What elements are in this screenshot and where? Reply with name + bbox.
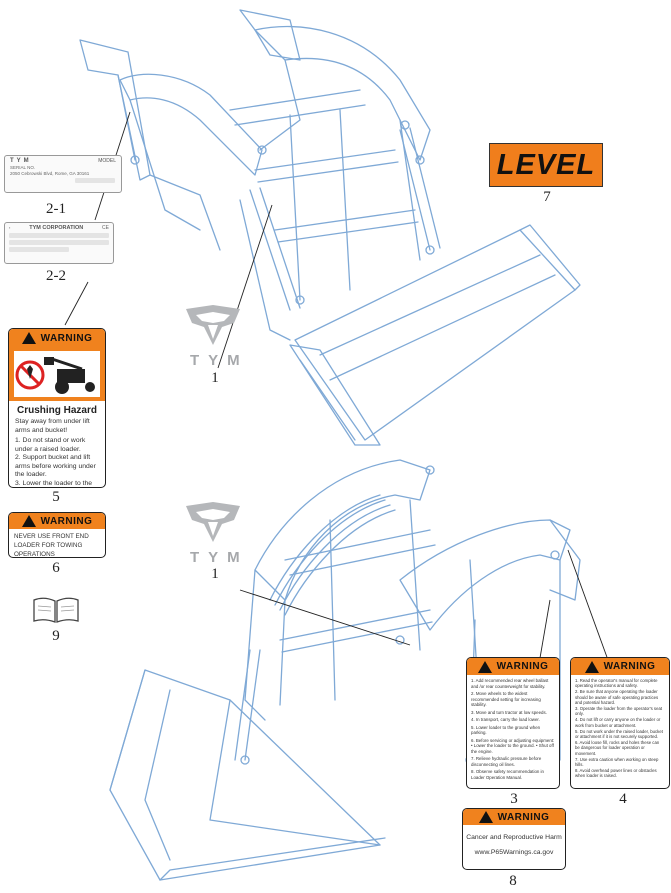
warning-5-title: Crushing Hazard (16, 405, 97, 416)
warning-6-text: NEVER USE FRONT END LOADER FOR TOWING OP… (14, 533, 89, 558)
warning-4-item: 1. Read the operator's manual for comple… (575, 678, 658, 689)
serial-plate-2-1: TYM MODEL SERIAL NO. 2050 Cebrowski Blvd… (4, 155, 122, 193)
warning-5-item: 2. Support bucket and lift arms before w… (15, 454, 96, 478)
warning-3-item: 7. Relieve hydraulic pressure before dis… (471, 756, 542, 767)
plate-serial: SERIAL NO. (10, 165, 36, 170)
warning-8-header: WARNING (497, 811, 550, 823)
callout-2-1: 2-1 (46, 201, 66, 217)
warning-4-item: 4. Do not lift or carry anyone on the lo… (575, 717, 661, 728)
level-decal: LEVEL (489, 143, 603, 187)
tym-logo-bottom: TYM (182, 500, 244, 566)
tym-emblem-icon (186, 305, 240, 345)
warning-3-item: 4. In transport, carry the load lower. (471, 717, 540, 722)
warning-triangle-icon (21, 332, 36, 344)
plate-address: 2050 Cebrowski Blvd, Rome, GA 30161 (10, 171, 90, 176)
warning-triangle-icon (584, 660, 599, 673)
callout-5: 5 (52, 489, 60, 505)
warning-5-body: Stay away from under lift arms and bucke… (15, 418, 90, 434)
book-icon (33, 597, 79, 623)
crush-hazard-icon (14, 351, 100, 397)
warning-8-line2: www.P65Warnings.ca.gov (474, 849, 554, 856)
warning-8-line1: Cancer and Reproductive Harm (466, 834, 562, 841)
warning-5-item: 1. Do not stand or work under a raised l… (15, 437, 86, 453)
warning-decal-3: WARNING 1. Add recommended rear wheel ba… (466, 657, 560, 789)
callout-8: 8 (509, 873, 517, 889)
warning-6-header: WARNING (40, 515, 93, 527)
callout-3: 3 (510, 791, 518, 807)
warning-4-item: 8. Avoid overhead power lines or obstacl… (575, 768, 657, 779)
warning-4-item: 5. Do not work under the raised loader, … (575, 728, 663, 740)
warning-triangle-icon (21, 515, 36, 527)
manual-decal (30, 594, 82, 626)
warning-5-header: WARNING (40, 332, 93, 344)
serial-plate-2-2: ▪ TYM CORPORATION CE (4, 222, 114, 264)
warning-3-item: 8. Observe safety recommendation in Load… (471, 769, 544, 780)
warning-decal-4: WARNING 1. Read the operator's manual fo… (570, 657, 670, 789)
warning-3-item: 1. Add recommended rear wheel ballast an… (471, 678, 549, 689)
warning-4-item: 2. Be sure that anyone operating the loa… (575, 689, 659, 705)
warning-4-item: 6. Avoid loose fill, rocks and holes the… (575, 740, 660, 756)
warning-3-item: 2. Move wheels to the widest recommended… (471, 691, 541, 707)
callout-7: 7 (543, 189, 551, 205)
warning-decal-5: WARNING Crushing Hazard Stay away from u… (8, 328, 106, 488)
warning-5-item: 3. Lower the loader to the ground before… (15, 479, 93, 487)
warning-4-item: 7. Use extra caution when working on ste… (575, 756, 659, 768)
tym-logo-text: TYM (190, 352, 249, 369)
tym-logo-text: TYM (190, 549, 249, 566)
warning-3-header: WARNING (496, 661, 549, 672)
warning-decal-8: WARNING Cancer and Reproductive Harm www… (462, 808, 566, 870)
callout-1-top: 1 (211, 370, 219, 386)
callout-1-bottom: 1 (211, 566, 219, 582)
callout-9: 9 (52, 628, 60, 644)
warning-3-item: 6. Before servicing or adjusting equipme… (471, 737, 555, 754)
warning-4-header: WARNING (603, 661, 656, 672)
warning-4-item: 3. Operate the loader from the operator'… (575, 706, 663, 717)
warning-triangle-icon (477, 660, 492, 673)
tym-emblem-icon (186, 502, 240, 542)
callout-2-2: 2-2 (46, 268, 66, 284)
warning-3-item: 5. Lower loader to the ground when parki… (471, 724, 541, 736)
callout-6: 6 (52, 560, 60, 576)
plate-model: MODEL (98, 158, 116, 164)
warning-triangle-icon (478, 811, 493, 823)
warning-decal-6: WARNING NEVER USE FRONT END LOADER FOR T… (8, 512, 106, 558)
level-text: LEVEL (496, 148, 596, 181)
warning-3-item: 3. Move and turn tractor at low speeds. (471, 709, 547, 715)
plate-corp: TYM CORPORATION (29, 225, 84, 231)
plate-brand: TYM (10, 158, 32, 164)
tym-logo-top: TYM (182, 303, 244, 369)
callout-4: 4 (619, 791, 627, 807)
crush-pictogram (9, 347, 105, 401)
